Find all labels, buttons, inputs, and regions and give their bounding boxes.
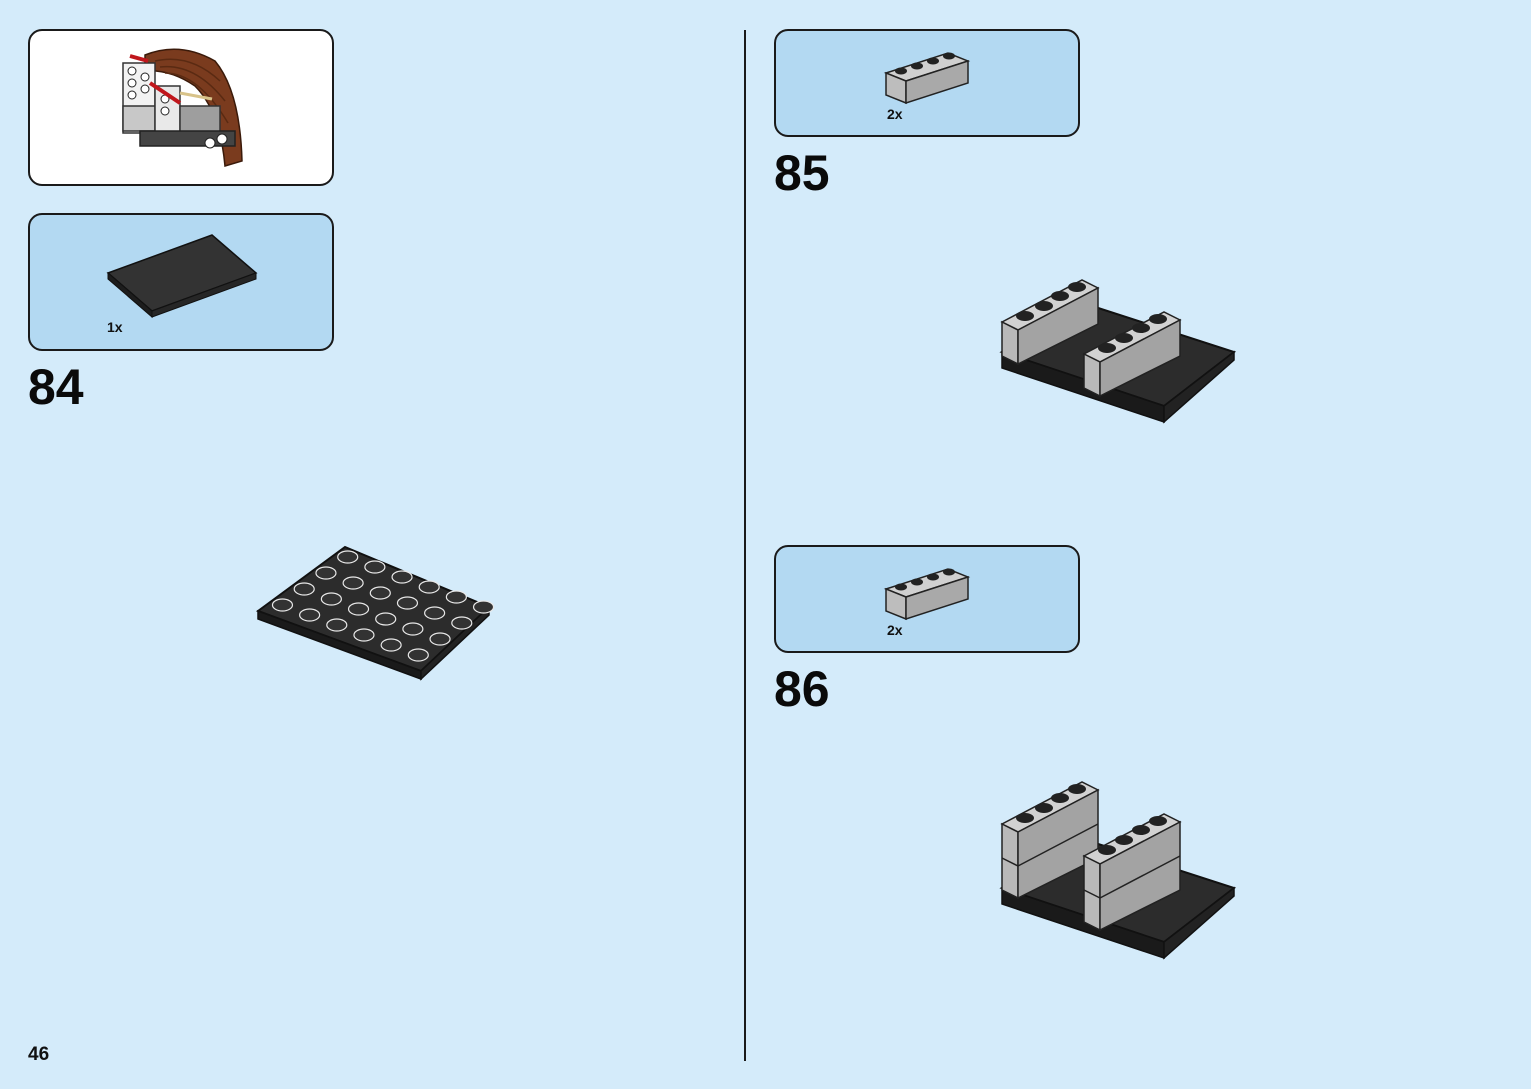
submodel-preview-box	[28, 29, 334, 186]
plate-stud	[396, 596, 419, 610]
part-quantity: 2x	[887, 622, 903, 638]
part-quantity: 2x	[887, 106, 903, 122]
parts-list-box-85: 2x	[774, 29, 1080, 137]
plate-stud	[271, 598, 294, 612]
plate-stud	[347, 602, 370, 616]
step-number-84: 84	[28, 359, 84, 415]
plate-stud	[418, 580, 440, 594]
plate-stud	[364, 560, 386, 574]
part-image-grey-brick-85	[883, 52, 971, 105]
plate-stud	[375, 612, 397, 626]
part-quantity: 1x	[107, 319, 123, 335]
plate-stud	[429, 632, 451, 646]
plate-stud	[315, 566, 337, 580]
plate-stud	[407, 648, 429, 662]
plate-stud	[299, 608, 321, 622]
part-image-black-plate	[106, 234, 258, 319]
parts-list-box-86: 2x	[774, 545, 1080, 653]
step-85-model-image	[999, 279, 1237, 424]
plate-stud	[326, 618, 348, 632]
plate-stud	[472, 600, 495, 614]
plate-stud	[445, 590, 467, 604]
plate-stud	[293, 582, 315, 596]
plate-stud	[337, 550, 359, 564]
plate-stud	[424, 606, 446, 620]
plate-stud	[391, 570, 413, 584]
plate-stud	[320, 592, 342, 606]
step-84-model-image	[255, 545, 495, 681]
plate-stud	[353, 628, 375, 642]
plate-stud	[402, 622, 424, 636]
plate-studs	[271, 550, 495, 662]
step-number-86: 86	[774, 661, 830, 717]
plate-stud	[451, 616, 473, 630]
parts-list-box-84: 1x	[28, 213, 334, 351]
page-number: 46	[28, 1044, 50, 1065]
step-86-model-image	[999, 781, 1237, 960]
plate-stud	[380, 638, 402, 652]
part-image-grey-brick-86	[883, 568, 971, 621]
submodel-preview-image	[122, 48, 243, 167]
page-divider	[744, 30, 746, 1061]
plate-stud	[369, 586, 391, 600]
step-number-85: 85	[774, 145, 830, 201]
plate-stud	[342, 576, 364, 590]
